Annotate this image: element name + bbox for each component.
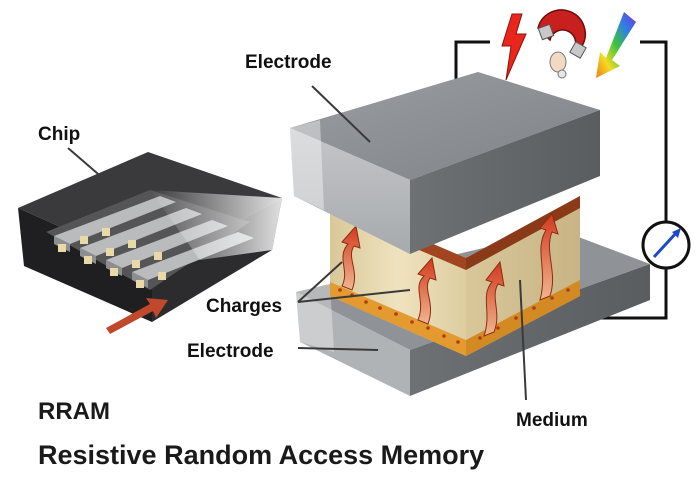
rram-cell xyxy=(290,72,650,396)
label-electrode-top: Electrode xyxy=(245,52,332,73)
top-electrode-front xyxy=(290,128,410,254)
charge-arrow xyxy=(483,260,505,337)
charges-leader-1 xyxy=(297,261,343,303)
caption-acronym: RRAM xyxy=(38,398,110,425)
top-electrode-fade xyxy=(290,120,324,210)
bottom-electrode-front xyxy=(296,292,410,396)
charge-arrow xyxy=(417,256,437,325)
charge-arrow xyxy=(539,212,559,301)
charge-arrows xyxy=(341,212,559,337)
label-electrode-bottom: Electrode xyxy=(187,341,274,362)
chip-leader xyxy=(67,147,113,187)
chip-red-arrow xyxy=(106,298,168,334)
caption-full-name: Resistive Random Access Memory xyxy=(38,440,485,470)
leader-lines xyxy=(67,85,527,401)
top-electrode-side xyxy=(410,110,600,254)
bottom-electrode-side xyxy=(410,264,650,396)
light-spectrum-icon xyxy=(596,12,636,78)
medium-leader xyxy=(519,279,527,401)
electrode-bottom-leader xyxy=(297,347,379,351)
charge-dots xyxy=(338,288,570,344)
label-medium: Medium xyxy=(516,410,588,431)
medium-front xyxy=(330,200,466,356)
charges-leader-2 xyxy=(297,289,411,303)
top-electrode-top xyxy=(290,72,600,180)
charge-band-front xyxy=(330,282,466,356)
chip-glow xyxy=(150,190,282,260)
electrode-top-leader xyxy=(311,85,371,143)
lightning-icon xyxy=(501,13,527,81)
bottom-electrode-fade xyxy=(296,284,334,352)
chip-illustration xyxy=(18,152,282,334)
charge-arrow xyxy=(341,224,361,291)
label-chip: Chip xyxy=(38,124,80,145)
chip-left-face xyxy=(18,208,152,322)
magnet-icon xyxy=(537,9,587,79)
label-charges: Charges xyxy=(206,296,282,317)
ammeter-icon xyxy=(641,220,691,270)
